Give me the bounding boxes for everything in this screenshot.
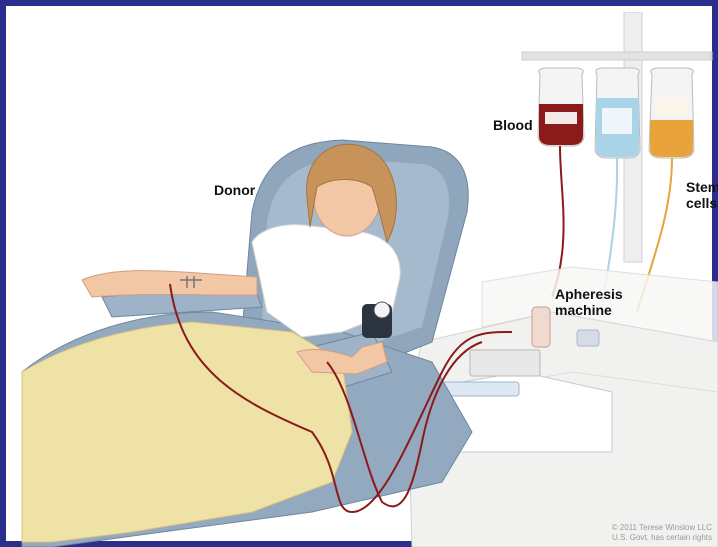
saline-bag xyxy=(595,68,640,158)
apheresis-machine-label: Apheresis machine xyxy=(555,286,623,318)
stem-cell-bag xyxy=(649,68,694,158)
credit-line2: U.S. Govt. has certain rights xyxy=(612,533,712,543)
apheresis-scene: Donor Blood Stem cells Apheresis machine… xyxy=(12,12,718,547)
apheresis-machine-label-line1: Apheresis xyxy=(555,286,623,302)
donor-label: Donor xyxy=(214,182,255,198)
stem-cells-label: Stem cells xyxy=(686,179,718,211)
iv-hanger-bar xyxy=(522,52,712,60)
apheresis-machine-label-line2: machine xyxy=(555,302,623,318)
blood-label: Blood xyxy=(493,117,533,133)
credit-line1: © 2011 Terese Winslow LLC xyxy=(612,523,712,533)
stem-cells-label-line2: cells xyxy=(686,195,718,211)
apheresis-illustration xyxy=(12,12,718,547)
blood-bag xyxy=(538,68,584,146)
stem-cells-label-line1: Stem xyxy=(686,179,718,195)
copyright-credit: © 2011 Terese Winslow LLC U.S. Govt. has… xyxy=(612,523,712,543)
